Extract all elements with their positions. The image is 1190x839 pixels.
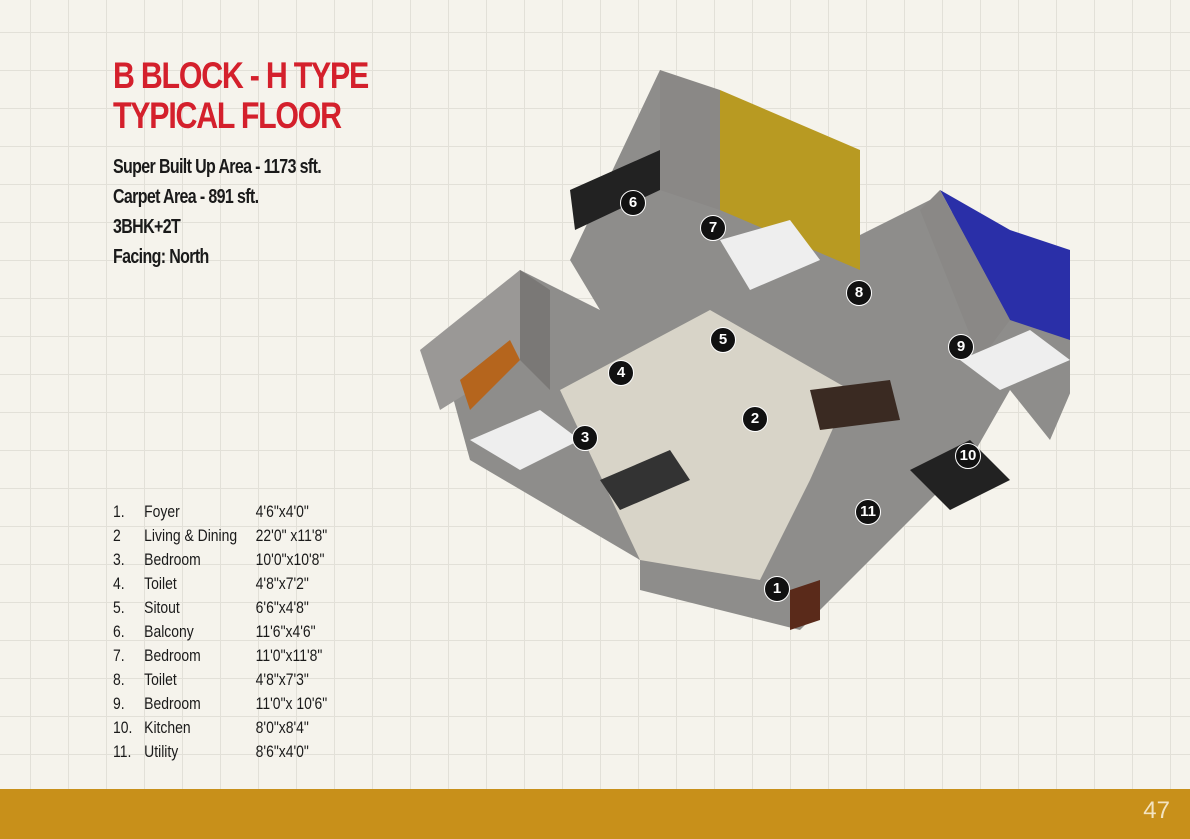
room-name: Bedroom bbox=[144, 694, 201, 713]
room-name: Toilet bbox=[144, 574, 177, 593]
room-size: 11'0"x 10'6" bbox=[255, 694, 328, 713]
room-number: 4. bbox=[113, 574, 125, 593]
room-name: Living & Dining bbox=[144, 526, 238, 545]
room-size: 22'0" x11'8" bbox=[255, 526, 328, 545]
room-name: Foyer bbox=[144, 502, 180, 521]
room-number: 6. bbox=[113, 622, 125, 641]
title-line-2: TYPICAL FLOOR bbox=[113, 95, 342, 136]
room-number: 9. bbox=[113, 694, 125, 713]
spec-super-built-up: Super Built Up Area - 1173 sft. bbox=[113, 156, 322, 178]
room-list-item: 6. Balcony 11'6"x4'6" bbox=[113, 620, 327, 644]
marker-8: 8 bbox=[846, 280, 872, 306]
room-list-item: 4. Toilet 4'8"x7'2" bbox=[113, 572, 327, 596]
marker-3: 3 bbox=[572, 425, 598, 451]
room-name: Utility bbox=[144, 742, 179, 761]
room-number: 5. bbox=[113, 598, 125, 617]
room-size: 8'0"x8'4" bbox=[255, 718, 309, 737]
marker-2: 2 bbox=[742, 406, 768, 432]
room-list-item: 5. Sitout 6'6"x4'8" bbox=[113, 596, 327, 620]
room-list-item: 8. Toilet 4'8"x7'3" bbox=[113, 668, 327, 692]
room-number: 8. bbox=[113, 670, 125, 689]
page-title: B BLOCK - H TYPE TYPICAL FLOOR bbox=[113, 55, 369, 136]
room-size: 4'8"x7'3" bbox=[255, 670, 309, 689]
room-size: 6'6"x4'8" bbox=[255, 598, 309, 617]
marker-4: 4 bbox=[608, 360, 634, 386]
spec-carpet-area: Carpet Area - 891 sft. bbox=[113, 186, 259, 208]
room-list-item: 9. Bedroom 11'0"x 10'6" bbox=[113, 692, 327, 716]
floor-plan-3d: 1 2 3 4 5 6 7 8 9 10 11 bbox=[410, 60, 1110, 660]
page-number: 47 bbox=[1143, 797, 1170, 824]
spec-configuration: 3BHK+2T bbox=[113, 216, 181, 238]
floor-plan-illustration bbox=[420, 70, 1110, 630]
marker-1: 1 bbox=[764, 576, 790, 602]
room-list-item: 3. Bedroom 10'0"x10'8" bbox=[113, 548, 327, 572]
room-size: 4'8"x7'2" bbox=[255, 574, 309, 593]
footer-bar: 47 bbox=[0, 789, 1190, 839]
room-number: 10. bbox=[113, 718, 133, 737]
room-list-item: 7. Bedroom 11'0"x11'8" bbox=[113, 644, 327, 668]
room-size: 11'6"x4'6" bbox=[255, 622, 316, 641]
marker-10: 10 bbox=[955, 443, 981, 469]
marker-11: 11 bbox=[855, 499, 881, 525]
room-list-item: 2 Living & Dining 22'0" x11'8" bbox=[113, 524, 327, 548]
room-list-item: 1. Foyer 4'6"x4'0" bbox=[113, 500, 327, 524]
title-line-1: B BLOCK - H TYPE bbox=[113, 55, 369, 96]
room-name: Toilet bbox=[144, 670, 177, 689]
room-number: 1. bbox=[113, 502, 125, 521]
specs: Super Built Up Area - 1173 sft. Carpet A… bbox=[113, 152, 322, 272]
room-size: 8'6"x4'0" bbox=[255, 742, 309, 761]
room-size: 11'0"x11'8" bbox=[255, 646, 323, 665]
marker-9: 9 bbox=[948, 334, 974, 360]
room-size: 10'0"x10'8" bbox=[255, 550, 325, 569]
room-name: Bedroom bbox=[144, 550, 201, 569]
room-list-item: 10. Kitchen 8'0"x8'4" bbox=[113, 716, 327, 740]
marker-7: 7 bbox=[700, 215, 726, 241]
room-number: 11. bbox=[113, 742, 132, 761]
room-name: Balcony bbox=[144, 622, 194, 641]
room-size: 4'6"x4'0" bbox=[255, 502, 309, 521]
room-number: 3. bbox=[113, 550, 125, 569]
room-list: 1. Foyer 4'6"x4'0" 2 Living & Dining 22'0" x1… bbox=[113, 500, 327, 764]
room-name: Bedroom bbox=[144, 646, 201, 665]
room-list-item: 11. Utility 8'6"x4'0" bbox=[113, 740, 327, 764]
room-number: 2 bbox=[113, 526, 121, 545]
room-number: 7. bbox=[113, 646, 125, 665]
room-name: Kitchen bbox=[144, 718, 191, 737]
room-name: Sitout bbox=[144, 598, 180, 617]
spec-facing: Facing: North bbox=[113, 246, 209, 268]
marker-5: 5 bbox=[710, 327, 736, 353]
marker-6: 6 bbox=[620, 190, 646, 216]
